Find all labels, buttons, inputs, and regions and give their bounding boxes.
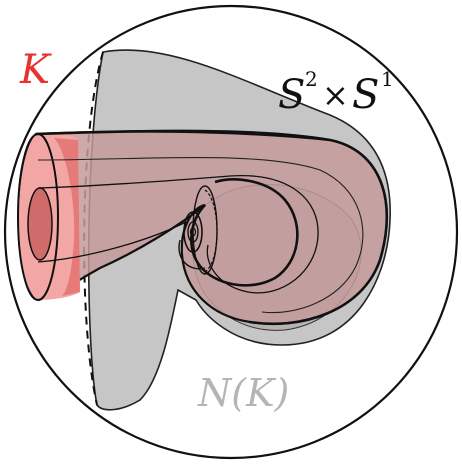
knot-tube-opening-dark [54,138,80,296]
knot-label: K [19,47,52,93]
knot-spiral-outline [190,178,299,287]
manifold-label: S 2 × S 1 [278,67,394,118]
manifold-label-times: × [322,76,349,114]
manifold-label-exp1: 2 [305,67,318,91]
center-coil [178,185,218,275]
knot-core-tube [37,175,319,294]
manifold-label-s1: S [278,72,305,118]
manifold-label-s2: S [352,72,379,118]
manifold-label-exp2: 1 [381,67,394,91]
knot-spiral-mid [37,156,364,314]
knot-core-end [27,187,53,261]
knot-spiral-outer [35,129,389,326]
neighborhood-label: N(K) [197,371,289,415]
